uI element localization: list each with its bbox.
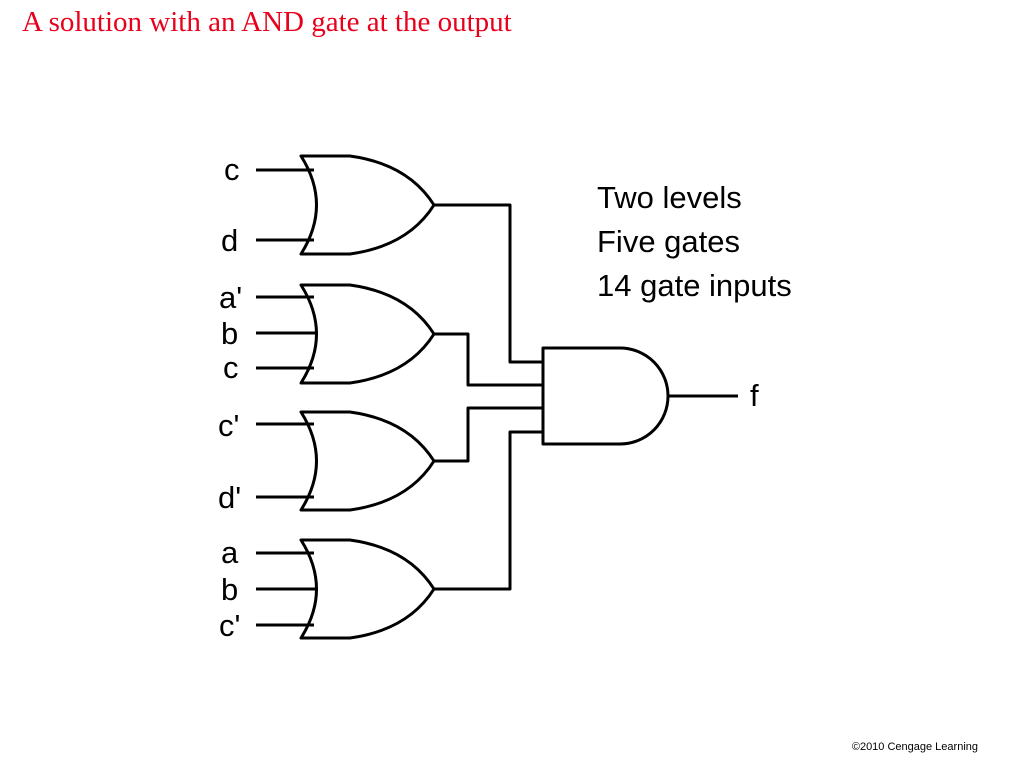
input-label-c-prime: c' (218, 408, 239, 443)
input-label-b: b (221, 316, 238, 351)
slide-title: A solution with an AND gate at the outpu… (22, 6, 512, 38)
note-gates: Five gates (597, 224, 741, 259)
input-label-b: b (221, 572, 238, 607)
wire-or1-to-and (434, 203, 543, 364)
or-gate-3: c' d' (218, 408, 436, 515)
or-gate-2: a' b c (219, 280, 436, 385)
input-label-a-prime: a' (219, 280, 242, 315)
or-gate-1: c d (221, 152, 436, 258)
copyright-notice: ©2010 Cengage Learning (851, 741, 978, 753)
wire-or2-to-and (434, 332, 543, 387)
input-label-c-prime: c' (219, 608, 240, 643)
interconnect-wires (434, 203, 543, 591)
input-label-c: c (223, 350, 239, 385)
or-gate-4: a b c' (219, 535, 436, 643)
input-label-c: c (224, 152, 240, 187)
input-label-d: d (221, 223, 238, 258)
note-gate-inputs: 14 gate inputs (597, 268, 792, 303)
and-gate (541, 346, 670, 446)
note-levels: Two levels (597, 180, 742, 215)
input-label-a: a (221, 535, 239, 570)
wire-or4-to-and (434, 430, 543, 591)
output-label-f: f (750, 378, 759, 413)
input-label-d-prime: d' (218, 480, 241, 515)
wire-or3-to-and (434, 406, 543, 463)
